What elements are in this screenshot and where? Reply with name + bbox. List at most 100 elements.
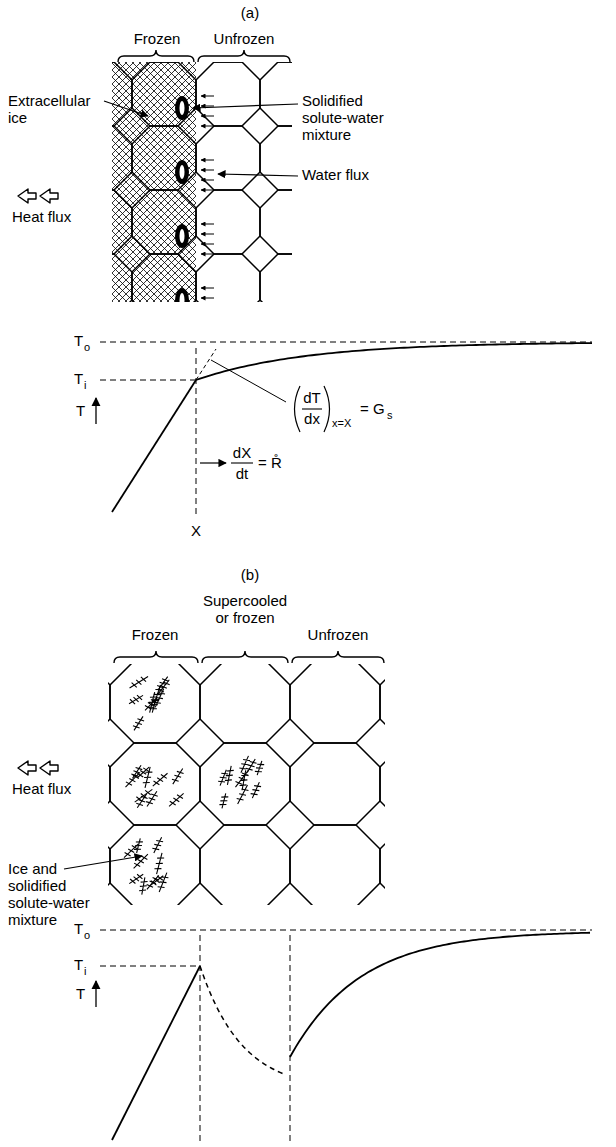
region-brace <box>202 651 288 663</box>
cell-outline <box>112 190 132 254</box>
subscript: s <box>387 409 393 422</box>
supercooled-profile <box>200 966 286 1075</box>
fraction-denominator: dt <box>236 465 249 482</box>
reference-line <box>100 966 200 967</box>
solute-water-mixture <box>175 224 189 248</box>
callout-label: Water flux <box>302 166 369 183</box>
water-flux-arrow <box>201 116 214 117</box>
axis-label: T <box>76 985 85 1002</box>
callout-label: Solidified solute-water mixture <box>302 92 407 143</box>
ice-crystal <box>169 793 184 806</box>
region-brace <box>114 651 198 663</box>
ice-crystal <box>235 770 248 787</box>
temperature-profile <box>290 933 590 1057</box>
ice-crystal <box>125 773 139 787</box>
ice-crystal <box>246 759 257 773</box>
solute-water-mixture <box>175 160 189 184</box>
ice-crystal <box>154 853 164 874</box>
ice-crystal <box>251 782 261 798</box>
cell-outline <box>132 126 196 190</box>
cell-outline <box>196 62 260 126</box>
ice-crystal <box>133 716 144 730</box>
cell-outline <box>260 126 292 190</box>
ice-crystal <box>237 785 249 804</box>
axis-value-label: T <box>74 332 83 349</box>
axis-arrow <box>95 398 96 424</box>
solute-water-mixture <box>180 293 185 302</box>
cell-outline <box>110 743 200 825</box>
cell-outline <box>196 254 260 302</box>
cell-outline <box>200 825 290 905</box>
fraction-numerator: dT <box>303 389 321 406</box>
water-flux-arrow <box>201 180 214 181</box>
callout-label: Ice and solidified solute-water mixture <box>8 860 104 928</box>
water-flux-arrow <box>201 106 214 107</box>
water-flux-arrow <box>201 234 214 235</box>
water-flux-arrow <box>201 170 214 171</box>
cell-outline <box>132 190 196 254</box>
leader-arrow <box>193 104 298 108</box>
parenthesis <box>324 386 330 432</box>
ice-crystal <box>150 876 163 886</box>
fraction-bar <box>231 462 253 463</box>
ice-crystal <box>225 766 234 785</box>
ice-crystal <box>218 770 228 786</box>
water-flux-arrow <box>201 254 214 255</box>
water-flux-arrow <box>201 244 214 245</box>
axis-value-label: T <box>74 920 83 937</box>
callout-label: Extracellular ice <box>8 92 108 126</box>
ice-crystal <box>152 685 162 704</box>
cell-outline <box>290 743 380 825</box>
subscript: i <box>84 379 86 392</box>
water-flux-arrow <box>201 96 214 97</box>
water-flux-arrow <box>201 224 214 225</box>
water-flux-arrow <box>201 190 214 191</box>
cell-outline <box>290 825 380 905</box>
region-label: Supercooled or frozen <box>203 592 287 626</box>
cell-outline <box>260 62 292 126</box>
cell-outline <box>380 825 385 905</box>
region-brace <box>198 50 290 62</box>
region-label: Frozen <box>134 30 181 47</box>
ice-crystal <box>172 768 184 784</box>
water-flux-arrow <box>201 288 214 289</box>
solute-water-mixture <box>175 96 189 120</box>
velocity-arrow <box>200 462 226 463</box>
interface-line <box>196 348 197 518</box>
leader-arrow <box>64 856 142 869</box>
cell-outline <box>112 126 132 190</box>
ice-crystal <box>129 695 143 704</box>
reference-line <box>100 930 592 931</box>
cell-outline <box>380 743 385 825</box>
ice-crystal <box>130 676 149 687</box>
leader-arrow <box>218 174 298 176</box>
ice-crystal <box>146 791 158 806</box>
ice-crystal <box>139 877 148 894</box>
cell-outline <box>260 190 292 254</box>
parenthesis <box>295 386 301 432</box>
subscript: x=X <box>332 417 351 430</box>
leader-arrow <box>104 101 148 116</box>
ice-crystal <box>134 838 143 853</box>
temperature-profile <box>112 380 196 512</box>
leader-line <box>211 360 286 402</box>
water-flux-arrow <box>201 298 214 299</box>
region-label: Unfrozen <box>214 30 275 47</box>
axis-value-label: T <box>74 956 83 973</box>
region-label: Frozen <box>132 626 179 643</box>
solute-water-mixture <box>180 101 185 115</box>
ice-crystal <box>219 793 228 808</box>
solute-water-mixture <box>180 229 185 243</box>
cell-outline <box>110 825 200 905</box>
cell-outline <box>200 743 290 825</box>
fraction-bar <box>302 408 322 409</box>
water-flux-arrow <box>201 160 214 161</box>
axis-value-label: T <box>74 370 83 387</box>
cell-outline <box>260 254 292 302</box>
heat-flux-arrow <box>18 761 36 775</box>
callout-label: Heat flux <box>12 780 71 797</box>
axis-value-label: X <box>191 522 201 539</box>
reference-line <box>100 380 196 381</box>
fraction-numerator: dX <box>233 444 251 461</box>
